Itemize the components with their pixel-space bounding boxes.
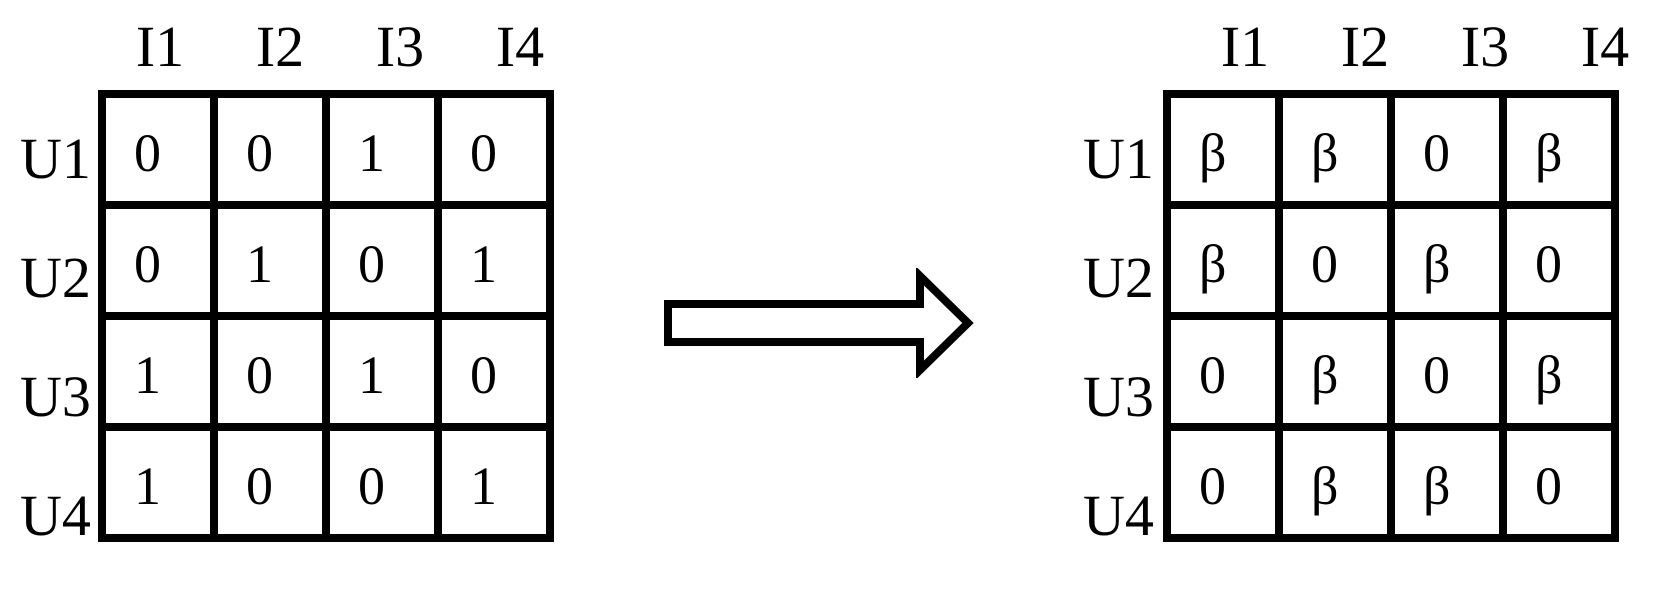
matrix-cell: 0 bbox=[330, 209, 442, 320]
column-header: I1 bbox=[135, 14, 185, 79]
matrix-cell: 0 bbox=[442, 320, 554, 431]
matrix-cell: 0 bbox=[218, 431, 330, 542]
matrix-cell: β bbox=[1283, 320, 1395, 431]
matrix-cell: 0 bbox=[106, 209, 218, 320]
matrix-cell: 0 bbox=[442, 98, 554, 209]
row-header: U3 bbox=[1083, 364, 1154, 429]
matrix-cell: β bbox=[1283, 431, 1395, 542]
column-header: I4 bbox=[495, 14, 545, 79]
matrix-cell: 1 bbox=[442, 431, 554, 542]
row-header: U1 bbox=[1083, 126, 1154, 191]
matrix-cell: 1 bbox=[330, 98, 442, 209]
matrix-cell: 0 bbox=[1283, 209, 1395, 320]
matrix-cell: 1 bbox=[106, 320, 218, 431]
matrix-cell: β bbox=[1507, 320, 1619, 431]
matrix-cell: 0 bbox=[1171, 431, 1283, 542]
row-header: U1 bbox=[20, 126, 91, 191]
row-header: U3 bbox=[20, 364, 91, 429]
matrix-cell: 0 bbox=[1395, 320, 1507, 431]
matrix-cell: 0 bbox=[1171, 320, 1283, 431]
matrix-cell: β bbox=[1395, 209, 1507, 320]
column-header: I4 bbox=[1580, 14, 1630, 79]
matrix-cell: 0 bbox=[218, 320, 330, 431]
matrix-cell: 0 bbox=[330, 431, 442, 542]
matrix-cell: 1 bbox=[442, 209, 554, 320]
matrix-cell: β bbox=[1171, 209, 1283, 320]
matrix-cell: 1 bbox=[218, 209, 330, 320]
column-header: I2 bbox=[255, 14, 305, 79]
matrix-cell: β bbox=[1171, 98, 1283, 209]
matrix-cell: β bbox=[1283, 98, 1395, 209]
column-header: I3 bbox=[1460, 14, 1510, 79]
matrix-cell: 0 bbox=[1395, 98, 1507, 209]
row-header: U4 bbox=[1083, 483, 1154, 548]
matrix-cell: 0 bbox=[106, 98, 218, 209]
left-matrix-grid: 0 0 1 0 0 1 0 1 1 0 1 0 1 0 0 1 bbox=[98, 90, 554, 542]
matrix-cell: 0 bbox=[1507, 431, 1619, 542]
right-arrow-icon bbox=[660, 266, 980, 383]
matrix-cell: 0 bbox=[1507, 209, 1619, 320]
right-column-headers: I1 I2 I3 I4 bbox=[1075, 8, 1675, 86]
left-column-headers: I1 I2 I3 I4 bbox=[0, 8, 600, 86]
row-header: U4 bbox=[20, 483, 91, 548]
column-header: I3 bbox=[375, 14, 425, 79]
matrix-cell: β bbox=[1507, 98, 1619, 209]
row-header: U2 bbox=[20, 245, 91, 310]
matrix-cell: 0 bbox=[218, 98, 330, 209]
row-header: U2 bbox=[1083, 245, 1154, 310]
matrix-cell: 1 bbox=[106, 431, 218, 542]
column-header: I2 bbox=[1340, 14, 1390, 79]
column-header: I1 bbox=[1220, 14, 1270, 79]
matrix-cell: β bbox=[1395, 431, 1507, 542]
right-matrix-grid: β β 0 β β 0 β 0 0 β 0 β 0 β β 0 bbox=[1163, 90, 1619, 542]
matrix-cell: 1 bbox=[330, 320, 442, 431]
